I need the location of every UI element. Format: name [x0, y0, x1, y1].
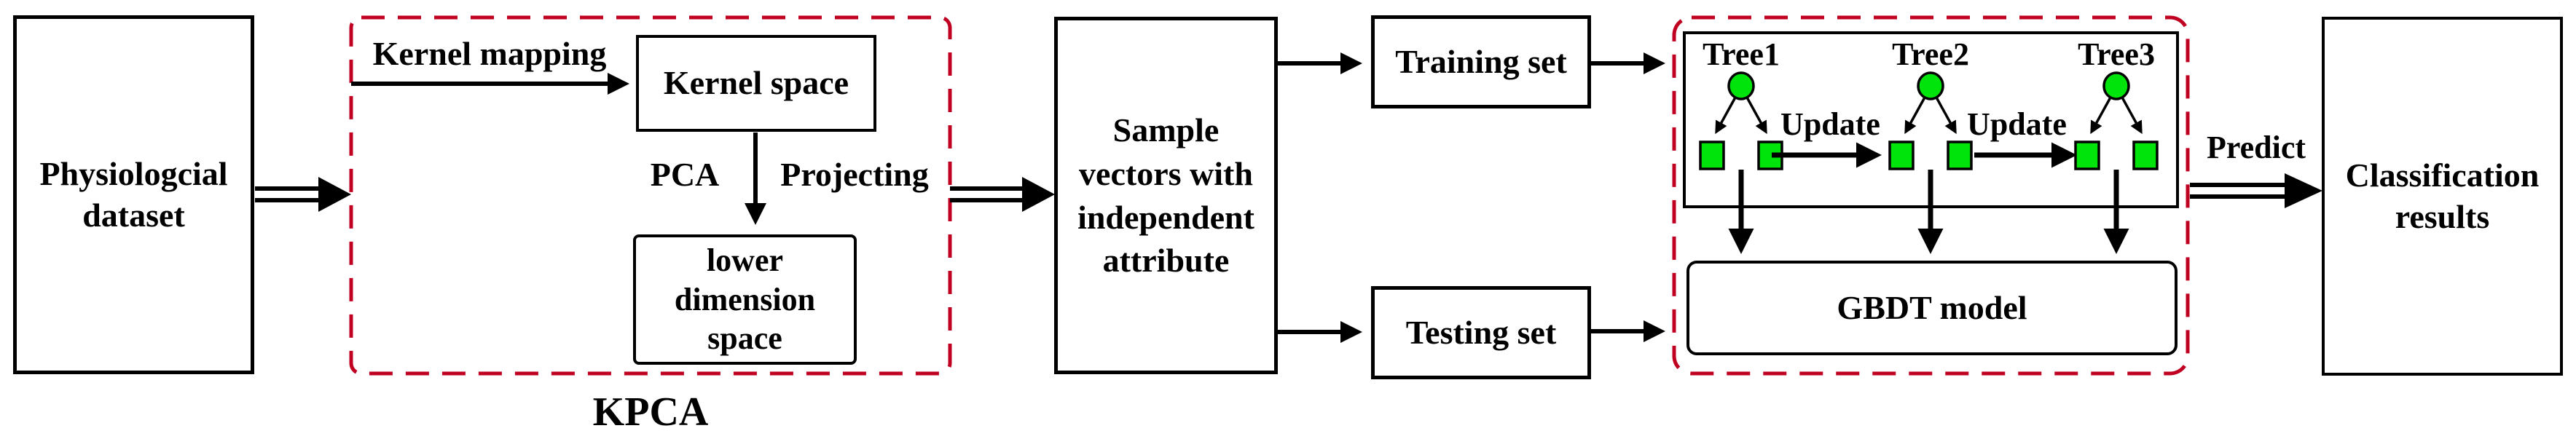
kernel-mapping-label: Kernel mapping — [372, 34, 607, 72]
kpca-to-sample-double-arrow — [950, 177, 1055, 212]
training-set-label: Training set — [1395, 42, 1567, 80]
tree3-root-node — [2102, 71, 2130, 100]
sample-vectors-box: Sample vectors with independent attribut… — [1054, 17, 1278, 374]
gbdt-model-label: GBDT model — [1837, 288, 2027, 326]
tree1-root-node — [1727, 71, 1755, 100]
kpca-group-label: KPCA — [592, 389, 709, 435]
tree1-left-branch — [1715, 95, 1737, 135]
projecting-label: Projecting — [780, 155, 929, 193]
double-arrow-line — [2190, 183, 2289, 187]
training-set-box: Training set — [1371, 15, 1591, 108]
sample-vectors-label: Sample vectors with independent attribut… — [1077, 111, 1254, 280]
tree3-glyph — [2074, 71, 2159, 254]
double-arrow-head — [1022, 177, 1055, 212]
double-arrow-head — [2285, 173, 2322, 208]
predict-label: Predict — [2206, 129, 2306, 165]
tree3-right-leaf — [2132, 141, 2159, 170]
lower-dimension-space-label: lower dimension space — [674, 242, 816, 357]
classification-results-box: Classification results — [2322, 17, 2563, 376]
double-arrow-line — [255, 198, 322, 202]
pca-label: PCA — [650, 155, 720, 193]
double-arrow-line — [950, 186, 1026, 191]
classification-results-label: Classification results — [2345, 157, 2540, 235]
lower-dimension-space-box: lower dimension space — [633, 234, 857, 365]
double-arrow-head — [318, 177, 351, 212]
double-arrow-line — [2190, 194, 2289, 199]
kernel-space-box: Kernel space — [636, 35, 876, 132]
tree2-left-branch — [1904, 95, 1927, 135]
tree3-label: Tree3 — [2078, 36, 2155, 72]
tree2-left-leaf — [1888, 141, 1915, 170]
physiological-dataset-label: Physiologcial dataset — [39, 155, 228, 234]
tree2-right-leaf — [1947, 141, 1973, 170]
tree2-glyph — [1888, 71, 1973, 254]
update1-label: Update — [1780, 106, 1880, 142]
double-arrow-line — [950, 198, 1026, 202]
tree2-root-node — [1917, 71, 1944, 100]
testing-set-box: Testing set — [1371, 286, 1591, 379]
gbdt-dashed-frame — [1672, 15, 2190, 376]
tree3-left-leaf — [2074, 141, 2100, 170]
tree3-right-branch — [2120, 95, 2143, 135]
tree1-left-leaf — [1699, 141, 1725, 170]
dataset-to-kpca-double-arrow — [255, 177, 351, 212]
tree1-right-branch — [1745, 95, 1767, 135]
kernel-space-label: Kernel space — [663, 64, 849, 102]
tree2-right-branch — [1934, 95, 1957, 135]
update2-label: Update — [1967, 106, 2067, 142]
predict-double-arrow — [2190, 173, 2322, 208]
tree1-label: Tree1 — [1703, 36, 1780, 72]
gbdt-model-box: GBDT model — [1686, 261, 2178, 355]
tree3-left-branch — [2090, 95, 2113, 135]
tree1-glyph — [1699, 71, 1783, 254]
double-arrow-line — [255, 186, 322, 191]
tree2-label: Tree2 — [1892, 36, 1969, 72]
testing-set-label: Testing set — [1405, 313, 1557, 351]
physiological-dataset-box: Physiologcial dataset — [13, 15, 254, 374]
